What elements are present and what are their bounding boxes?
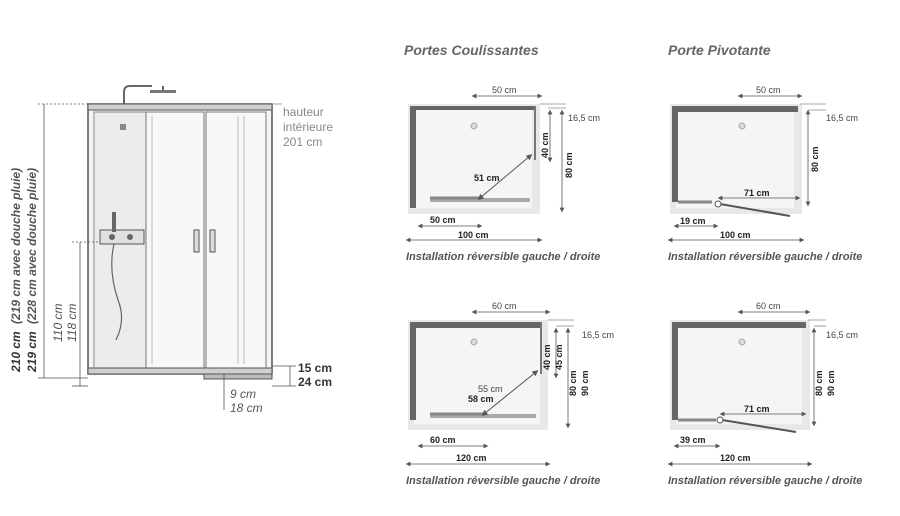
height-label-1: 210 cm — [9, 331, 23, 373]
p120-door: 71 cm — [744, 404, 770, 414]
right-sliding-door — [205, 111, 267, 369]
p100-fixed: 19 cm — [680, 216, 706, 226]
p120-fixed: 39 cm — [680, 435, 706, 445]
p120-side-total-1: 80 cm — [814, 370, 824, 396]
s100-opening: 50 cm — [430, 215, 456, 225]
s100-top: 50 cm — [492, 85, 517, 95]
front-view: 210 cm (219 cm avec douche pluie) 219 cm… — [9, 85, 333, 415]
s120-side-inner-2: 45 cm — [554, 344, 564, 370]
s100-side-offset: 16,5 cm — [568, 113, 600, 123]
s100-diagonal: 51 cm — [474, 173, 500, 183]
p100-door: 71 cm — [744, 188, 770, 198]
svg-text:210 cm (219 cm avec douc: 210 cm (219 cm avec douche pluie) — [9, 168, 23, 373]
shower-tray — [87, 367, 273, 375]
p100-side-offset: 16,5 cm — [826, 113, 858, 123]
door-handle-icon — [209, 229, 216, 253]
base-height-2: 24 cm — [298, 375, 332, 389]
base-height-1: 15 cm — [298, 361, 332, 375]
plan-sliding-120: 60 cm 16,5 cm 40 cm 45 cm 80 cm 90 cm 55… — [405, 301, 614, 487]
s120-diagonal-2: 58 cm — [468, 394, 494, 404]
height-label-1-paren: (219 cm avec douche pluie) — [9, 168, 23, 324]
s120-side-offset: 16,5 cm — [582, 330, 614, 340]
door-handle-icon — [193, 229, 200, 253]
title-pivot: Porte Pivotante — [668, 42, 771, 58]
svg-text:219 cm (228 cm avec douc: 219 cm (228 cm avec douche pluie) — [25, 168, 39, 373]
p120-side-total-2: 90 cm — [826, 370, 836, 396]
s120-top: 60 cm — [492, 301, 517, 311]
p100-side-total: 80 cm — [810, 146, 820, 172]
p120-top: 60 cm — [756, 301, 781, 311]
inner-height-line1: hauteur — [283, 105, 324, 119]
s100-width: 100 cm — [458, 230, 489, 240]
rain-shower-head-icon — [123, 85, 176, 128]
plan-pivot-120: 60 cm 16,5 cm 80 cm 90 cm 71 cm 39 cm 12… — [667, 301, 862, 487]
p100-width: 100 cm — [720, 230, 751, 240]
tray-height-2: 18 cm — [230, 401, 263, 415]
mixer-height-1: 110 cm — [51, 304, 65, 342]
title-sliding: Portes Coulissantes — [404, 42, 539, 58]
inner-height-line3: 201 cm — [283, 135, 322, 149]
height-label-2: 219 cm — [25, 331, 39, 373]
s120-opening: 60 cm — [430, 435, 456, 445]
height-label-2-paren: (228 cm avec douche pluie) — [25, 168, 39, 324]
s100-caption: Installation réversible gauche / droite — [406, 251, 600, 263]
p120-width: 120 cm — [720, 453, 751, 463]
hand-shower-icon — [112, 212, 116, 232]
p100-top: 50 cm — [756, 85, 781, 95]
s120-caption: Installation réversible gauche / droite — [406, 475, 600, 487]
mixer-height-2: 118 cm — [65, 304, 79, 342]
mixer-icon — [99, 229, 145, 245]
s100-side-inner: 40 cm — [540, 132, 550, 158]
s100-side-total: 80 cm — [564, 152, 574, 178]
plan-pivot-100: 50 cm 16,5 cm 80 cm 71 cm 19 cm 100 cm I… — [667, 85, 862, 263]
inner-height-line2: intérieure — [283, 120, 333, 134]
p120-side-offset: 16,5 cm — [826, 330, 858, 340]
s120-side-total-1: 80 cm — [568, 370, 578, 396]
tray-height-1: 9 cm — [230, 387, 256, 401]
p100-caption: Installation réversible gauche / droite — [668, 251, 862, 263]
s120-side-inner-1: 40 cm — [542, 344, 552, 370]
p120-caption: Installation réversible gauche / droite — [668, 475, 862, 487]
s120-diagonal-1: 55 cm — [478, 384, 503, 394]
plan-sliding-100: 50 cm 16,5 cm 40 cm 80 cm 51 cm 50 cm 10… — [405, 85, 600, 263]
s120-width: 120 cm — [456, 453, 487, 463]
s120-side-total-2: 90 cm — [580, 370, 590, 396]
